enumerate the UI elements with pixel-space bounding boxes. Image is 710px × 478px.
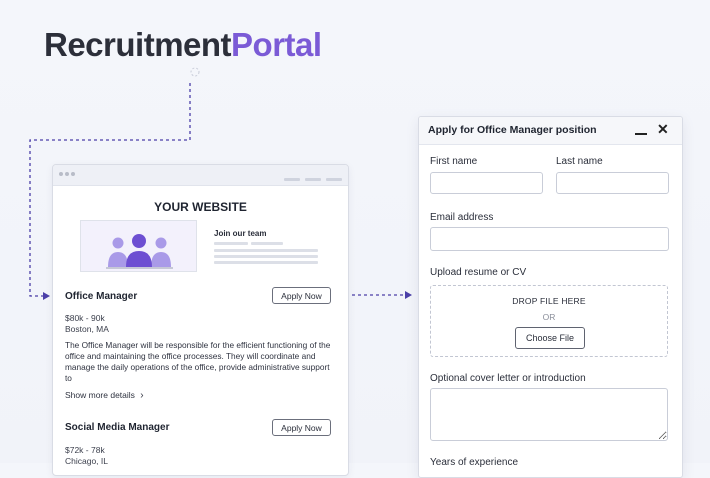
apply-now-button[interactable]: Apply Now [272, 419, 331, 436]
chevron-right-icon: › [140, 390, 144, 401]
join-team-heading: Join our team [214, 229, 267, 238]
job-salary: $80k - 90k [65, 313, 105, 323]
placeholder-line [214, 255, 318, 258]
window-dot [71, 172, 75, 176]
last-name-input[interactable] [556, 172, 669, 194]
choose-file-button[interactable]: Choose File [515, 327, 585, 349]
job-location: Chicago, IL [65, 456, 108, 466]
show-more-label: Show more details [65, 390, 135, 400]
nav-links [284, 178, 342, 181]
cover-letter-textarea[interactable] [430, 388, 668, 441]
placeholder-line [251, 242, 283, 245]
close-icon[interactable]: ✕ [657, 121, 669, 137]
placeholder-line [214, 261, 318, 264]
window-dot [59, 172, 63, 176]
job-location: Boston, MA [65, 324, 109, 334]
file-dropzone[interactable]: DROP FILE HERE OR Choose File [430, 285, 668, 357]
show-more-details-link[interactable]: Show more details › [65, 390, 144, 401]
job-salary: $72k - 78k [65, 445, 105, 455]
minimize-icon[interactable] [635, 133, 647, 135]
brand-part-2: Portal [231, 26, 322, 63]
email-label: Email address [430, 212, 494, 223]
team-illustration [80, 220, 197, 272]
upload-label: Upload resume or CV [430, 267, 527, 278]
placeholder-line [214, 249, 318, 252]
site-title: YOUR WEBSITE [154, 200, 247, 214]
placeholder-line [214, 242, 248, 245]
modal-header: Apply for Office Manager position ✕ [419, 117, 682, 145]
job-title-office-manager: Office Manager [65, 291, 138, 302]
last-name-label: Last name [556, 156, 603, 167]
brand-part-1: Recruitment [44, 26, 232, 63]
cover-letter-label: Optional cover letter or introduction [430, 373, 586, 384]
team-people-icon [106, 234, 173, 269]
first-name-label: First name [430, 156, 478, 167]
email-input[interactable] [430, 227, 669, 251]
modal-title: Apply for Office Manager position [428, 124, 597, 136]
website-mockup: YOUR WEBSITE Join our team Office Manage… [52, 164, 349, 476]
application-modal: Apply for Office Manager position ✕ Firs… [418, 116, 683, 478]
job-title-social-media-manager: Social Media Manager [65, 422, 170, 433]
window-dot [65, 172, 69, 176]
brand-logo: RecruitmentPortal [44, 26, 322, 64]
or-text: OR [542, 312, 556, 322]
browser-bar [53, 165, 348, 186]
drop-file-text: DROP FILE HERE [512, 296, 586, 306]
first-name-input[interactable] [430, 172, 543, 194]
job-description: The Office Manager will be responsible f… [65, 340, 331, 383]
apply-now-button[interactable]: Apply Now [272, 287, 331, 304]
